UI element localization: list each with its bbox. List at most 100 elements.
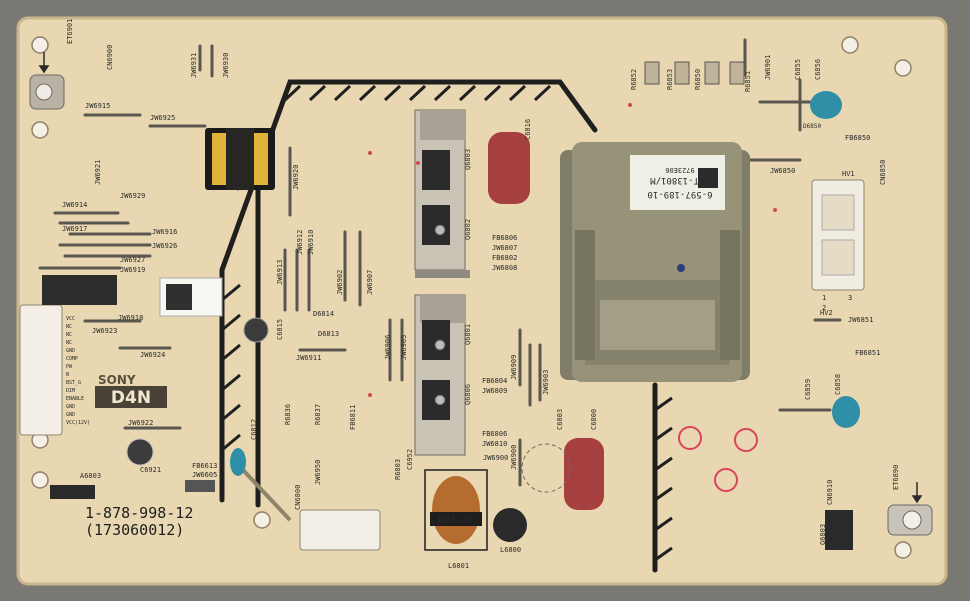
ground-pad-bottom-right	[887, 504, 933, 536]
silk-center-12: C6816	[524, 119, 532, 140]
silk-bottom-1: C6921	[140, 466, 161, 474]
silk-center-7: JW6808	[492, 264, 517, 272]
pin-label-6: PW	[66, 364, 73, 370]
silk-mid-6: D6814	[313, 310, 334, 318]
pin-label-0: VCC	[66, 316, 75, 322]
silk-mid-13: FB6811	[349, 405, 357, 430]
silk-top-left-3: JW6931	[190, 53, 198, 78]
silk-mid-9: C6815	[276, 319, 284, 340]
pin-label-11: GND	[66, 404, 75, 410]
silk-center-3: Q6806	[464, 384, 472, 405]
silk-right-13: FB6851	[855, 349, 880, 357]
silk-bottom-3: JW6605	[192, 471, 217, 479]
silk-left-5: JW6926	[152, 242, 177, 250]
pin-label-10: ENABLE	[66, 396, 84, 402]
inductor-l6800: 680	[493, 508, 527, 542]
silk-right-1: R6853	[666, 69, 674, 90]
ground-arrows	[38, 52, 923, 504]
small-transistors	[50, 480, 853, 550]
silk-mid-7: D6813	[318, 330, 339, 338]
silk-left-11: JW6922	[128, 419, 153, 427]
silk-left-0: JW6921	[94, 160, 102, 185]
qr-sticker	[159, 277, 223, 317]
silk-center-9: JW6809	[482, 387, 507, 395]
transformer-code: 6-597-189-10	[647, 189, 712, 199]
blue-capacitors	[230, 91, 860, 476]
hv-hatching	[221, 84, 673, 562]
silk-mid-10: C6812	[250, 419, 258, 440]
silk-left-6: JW6927	[120, 256, 145, 264]
silk-right-18: Q6803	[819, 524, 827, 545]
silk-right-12: JW6851	[848, 316, 873, 324]
silk-bottom-9: L6800	[500, 546, 521, 554]
silk-mid-1: JW6913	[276, 260, 284, 285]
inductor-label: 680	[504, 523, 520, 533]
silk-right-7: FB6850	[845, 134, 870, 142]
pin-label-4: GND	[66, 348, 75, 354]
silk-left-3: JW6917	[62, 225, 87, 233]
model-logo: D4N	[111, 388, 151, 408]
pin-label-8: BST_G	[66, 380, 81, 386]
silk-mid-11: R6836	[284, 404, 292, 425]
silk-mid-2: JW6912	[296, 230, 304, 255]
pin-label-7: N	[66, 372, 69, 378]
silk-left-8: JW6918	[118, 314, 143, 322]
silk-bottom-2: FB6613	[192, 462, 217, 470]
silk-left-10: JW6924	[140, 351, 165, 359]
silk-mid-3: JW6910	[307, 230, 315, 255]
silk-right-8: JW6850	[770, 167, 795, 175]
electrolytic-capacitors	[126, 317, 269, 466]
silk-right-10: HV1	[842, 170, 855, 178]
handwritten-markers: 6 5 7	[678, 426, 758, 492]
silk-right-2: R6850	[694, 69, 702, 90]
silk-center-0: Q6803	[464, 149, 472, 170]
silk-right-9: CN6850	[879, 160, 887, 185]
left-connector	[19, 304, 63, 436]
part-number: 1-878-998-12	[85, 504, 193, 522]
silk-bottom-4: JW6950	[314, 460, 322, 485]
mounting-holes	[31, 36, 912, 559]
silk-right-0: R6852	[630, 69, 638, 90]
silk-mid-14: JW6906	[384, 335, 392, 360]
silk-bottom-0: A6803	[80, 472, 101, 480]
silk-center-16: JW6909	[510, 355, 518, 380]
silk-center-11: JW6810	[482, 440, 507, 448]
silkscreen-labels: ET6901 CN6900 JW6915 JW6931 JW6930 JW692…	[62, 19, 900, 570]
silk-right-19: D6850	[803, 123, 821, 130]
silk-center-1: Q6802	[464, 219, 472, 240]
pin-label-2: NC	[66, 332, 72, 338]
left-transformer: 41b-11 D205F	[205, 128, 275, 191]
silk-center-13: C6803	[556, 409, 564, 430]
silk-top-left-5: JW6925	[150, 114, 175, 122]
silk-mid-8: JW6911	[296, 354, 321, 362]
main-transformer: HIT-13801/M 6-597-189-10 9723E06	[560, 142, 750, 382]
silk-right-3: R6851	[744, 71, 752, 92]
silk-right-14: C6859	[804, 379, 812, 400]
silk-right-5: C6855	[794, 59, 802, 80]
silk-top-left-1: CN6900	[106, 45, 114, 70]
serial-number: (173060012)	[85, 521, 184, 539]
silk-top-left-2: JW6915	[85, 102, 110, 110]
film-capacitors	[488, 132, 604, 510]
silk-center-14: C6800	[590, 409, 598, 430]
pin-label-1: NC	[66, 324, 72, 330]
coil-l6801: B07.4F	[424, 469, 488, 551]
silk-right-15: C6858	[834, 374, 842, 395]
silk-right-16: CN6910	[826, 480, 834, 505]
silk-top-left-0: ET6901	[66, 19, 74, 44]
silk-bottom-8: L6801	[448, 562, 469, 570]
coil-label: B07.4F	[438, 515, 474, 526]
hv-pin-1: 1	[822, 294, 826, 302]
silk-top-left-4: JW6930	[222, 53, 230, 78]
hv-connector	[811, 179, 865, 291]
pin-label-12: GND	[66, 412, 75, 418]
silk-center-8: FB6804	[482, 377, 507, 385]
silk-left-2: JW6929	[120, 192, 145, 200]
hv-pin-2: 2	[822, 304, 826, 312]
jumper-wires	[38, 38, 842, 487]
silk-mid-4: JW6902	[336, 270, 344, 295]
silk-bottom-5: CN6800	[294, 485, 302, 510]
silk-center-15: JW6903	[542, 370, 550, 395]
pin-label-3: NC	[66, 340, 72, 346]
